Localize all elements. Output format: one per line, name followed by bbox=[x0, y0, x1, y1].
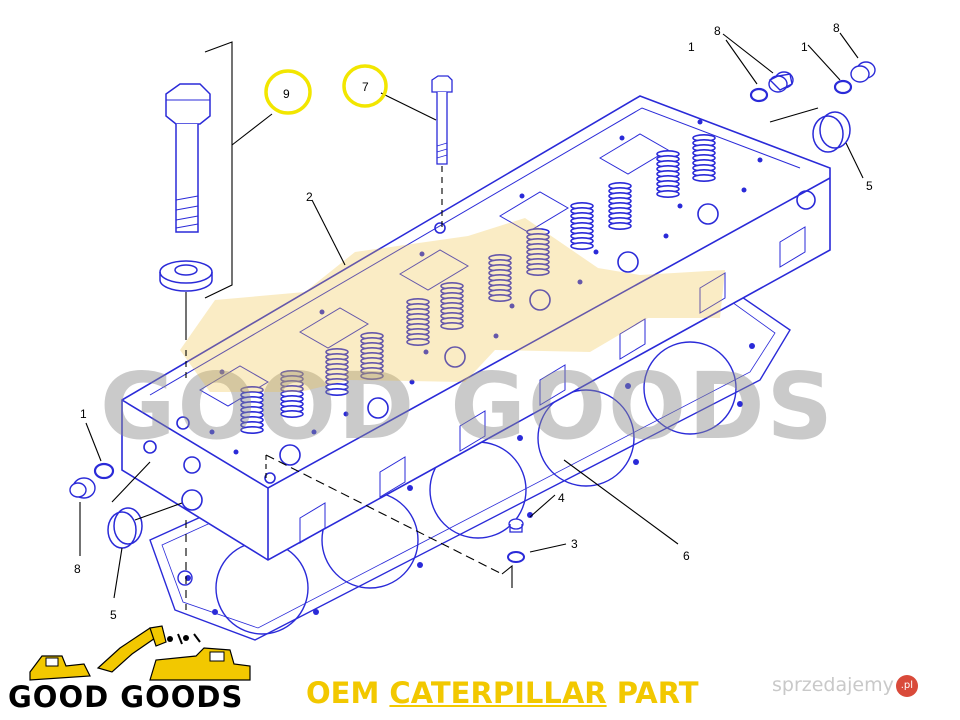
valve-spring bbox=[692, 134, 716, 183]
callout-8-left: 8 bbox=[74, 562, 81, 576]
valve-spring bbox=[325, 347, 349, 396]
plug-top-right bbox=[850, 61, 876, 83]
oem-banner-prefix: OEM bbox=[306, 676, 390, 710]
callout-5-right: 5 bbox=[866, 179, 873, 193]
valve-spring bbox=[526, 228, 550, 276]
callout-labels: 9 7 2 8 8 1 1 5 1 8 5 4 3 6 bbox=[74, 21, 873, 622]
valve-spring bbox=[280, 369, 304, 418]
valve-spring bbox=[360, 331, 384, 380]
valve-spring bbox=[240, 385, 264, 434]
watermark: GOOD GOODS bbox=[100, 218, 835, 460]
logo-wordmark: GOOD GOODS bbox=[8, 680, 244, 714]
valve-spring bbox=[656, 150, 680, 199]
plug-left bbox=[69, 477, 96, 499]
oem-banner-suffix: PART bbox=[606, 676, 699, 710]
o-ring-left bbox=[93, 462, 115, 480]
valve-spring bbox=[570, 202, 594, 251]
cylinder-head bbox=[121, 95, 831, 561]
callout-8-top-right: 8 bbox=[833, 21, 840, 35]
callout-3: 3 bbox=[571, 537, 578, 551]
long-head-bolt bbox=[165, 83, 211, 233]
small-o-ring bbox=[507, 551, 525, 563]
valve-springs bbox=[240, 134, 716, 434]
callout-1-top-right: 1 bbox=[801, 40, 808, 54]
expansion-plug-right bbox=[812, 111, 851, 153]
short-head-bolt bbox=[431, 75, 453, 165]
callout-7: 7 bbox=[362, 80, 369, 94]
watermark-text: GOOD GOODS bbox=[100, 353, 835, 460]
valve-spring bbox=[406, 297, 430, 346]
callout-4: 4 bbox=[558, 491, 565, 505]
callout-1-left: 1 bbox=[80, 407, 87, 421]
callout-2: 2 bbox=[306, 190, 313, 204]
o-ring-top-right bbox=[833, 79, 853, 95]
site-watermark: sprzedajemy.pl bbox=[772, 674, 918, 697]
valve-spring bbox=[440, 281, 464, 330]
callout-6: 6 bbox=[683, 549, 690, 563]
valve-spring bbox=[608, 182, 632, 231]
site-watermark-badge: .pl bbox=[895, 675, 918, 697]
o-ring-top-left bbox=[749, 87, 769, 103]
leader-lines bbox=[79, 32, 864, 610]
oem-banner-brand: CATERPILLAR bbox=[389, 676, 607, 710]
small-plug bbox=[508, 518, 524, 533]
callout-9: 9 bbox=[283, 87, 290, 101]
logo-machinery-icon bbox=[29, 625, 251, 681]
bolt-washer bbox=[159, 260, 213, 292]
expansion-plug-left bbox=[107, 507, 143, 549]
site-watermark-text: sprzedajemy bbox=[772, 674, 894, 696]
callout-8-top-left: 8 bbox=[714, 24, 721, 38]
callout-1-top-left: 1 bbox=[688, 40, 695, 54]
highlight-circles bbox=[264, 64, 388, 115]
oem-banner: OEM CATERPILLAR PART bbox=[306, 676, 699, 710]
callout-5-left: 5 bbox=[110, 608, 117, 622]
plug-top-left bbox=[768, 71, 794, 93]
valve-spring bbox=[488, 254, 512, 302]
